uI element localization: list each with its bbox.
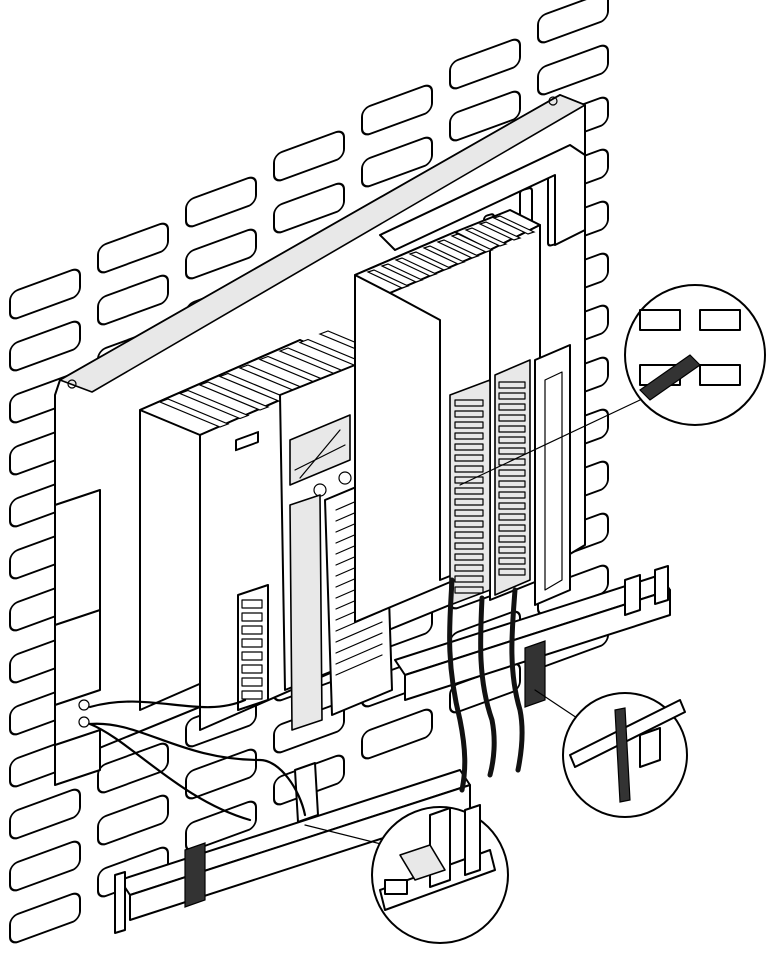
- terminal-point: [498, 458, 526, 466]
- panel-slot: [9, 840, 81, 892]
- cooling-fin: [394, 257, 438, 277]
- terminal-point: [454, 399, 484, 407]
- panel-slot: [449, 38, 521, 90]
- cooling-fin: [198, 381, 270, 411]
- terminal-screw: [241, 677, 263, 687]
- terminal-point: [498, 403, 526, 411]
- upper-cable-clamp-bar: [394, 565, 671, 708]
- terminal-point: [454, 531, 484, 539]
- panel-slot: [97, 742, 169, 794]
- panel-slot: [97, 222, 169, 274]
- terminal-point: [454, 454, 484, 462]
- panel-slot: [9, 892, 81, 944]
- lower-cable-clamp-bar: [114, 762, 471, 934]
- terminal-point: [498, 381, 526, 389]
- io-module-fins: [366, 215, 536, 289]
- callout-lines: [304, 399, 641, 846]
- panel-slot: [273, 182, 345, 234]
- terminal-point: [498, 568, 526, 576]
- panel-slot: [273, 130, 345, 182]
- terminal-point: [498, 535, 526, 543]
- terminal-point: [454, 421, 484, 429]
- panel-slot: [361, 708, 433, 760]
- terminal-point: [498, 436, 526, 444]
- terminal-point: [454, 443, 484, 451]
- cooling-fin: [492, 215, 536, 235]
- terminal-point: [454, 564, 484, 572]
- terminal-screw: [241, 638, 263, 648]
- panel-slot: [185, 228, 257, 280]
- detail-magnifier-clamp: [562, 692, 688, 818]
- cover-slot: [335, 621, 383, 643]
- terminal-point: [498, 557, 526, 565]
- panel-slot: [9, 320, 81, 372]
- cover-slot: [335, 654, 383, 676]
- terminal-screw: [241, 651, 263, 661]
- terminal-point: [498, 414, 526, 422]
- cooling-fin: [436, 239, 480, 259]
- terminal-point: [498, 392, 526, 400]
- terminal-point: [498, 469, 526, 477]
- cooling-fin: [158, 398, 230, 428]
- panel-slot: [449, 90, 521, 142]
- terminal-screw: [241, 625, 263, 635]
- cooling-fin: [178, 389, 250, 420]
- terminal-point: [454, 575, 484, 583]
- terminal-point: [454, 542, 484, 550]
- terminal-point: [498, 513, 526, 521]
- cooling-fin: [380, 263, 424, 283]
- cover-slot: [335, 632, 383, 654]
- terminal-point: [498, 502, 526, 510]
- terminal-screw: [241, 664, 263, 674]
- wiring-cables: [88, 577, 525, 822]
- left-rail-brackets: [54, 489, 101, 786]
- panel-slot: [361, 84, 433, 136]
- terminal-point: [498, 491, 526, 499]
- panel-slot: [185, 800, 257, 852]
- panel-slot: [97, 794, 169, 846]
- panel-slot: [185, 748, 257, 800]
- terminal-point: [454, 432, 484, 440]
- terminal-point: [498, 524, 526, 532]
- terminal-point: [454, 410, 484, 418]
- panel-slot: [361, 136, 433, 188]
- terminal-screw: [241, 690, 263, 700]
- terminal-point: [454, 586, 484, 594]
- panel-slot: [9, 268, 81, 320]
- terminal-screw: [241, 599, 263, 609]
- cover-slot: [335, 643, 383, 665]
- cooling-fin: [408, 251, 452, 271]
- terminal-point: [498, 480, 526, 488]
- terminal-point: [498, 425, 526, 433]
- terminal-point: [498, 546, 526, 554]
- io-module-3: [534, 344, 571, 606]
- panel-slot: [537, 44, 609, 96]
- detail-magnifier-rail: [371, 804, 509, 944]
- cooling-fin: [478, 221, 522, 241]
- panel-slot: [537, 0, 609, 44]
- terminal-point: [454, 553, 484, 561]
- cooling-fin: [450, 233, 494, 253]
- terminal-point: [454, 465, 484, 473]
- terminal-point: [454, 509, 484, 517]
- terminal-point: [498, 447, 526, 455]
- terminal-screw: [241, 612, 263, 622]
- detail-magnifier-terminal: [624, 284, 766, 426]
- terminal-point: [454, 520, 484, 528]
- cooling-fin: [366, 269, 410, 289]
- cooling-fin: [464, 227, 508, 247]
- panel-slot: [9, 788, 81, 840]
- terminal-point: [454, 476, 484, 484]
- panel-slot: [97, 274, 169, 326]
- terminal-point: [454, 487, 484, 495]
- terminal-point: [454, 498, 484, 506]
- panel-slot: [185, 176, 257, 228]
- cooling-fin: [422, 245, 466, 265]
- io-terminal-block: [449, 359, 531, 606]
